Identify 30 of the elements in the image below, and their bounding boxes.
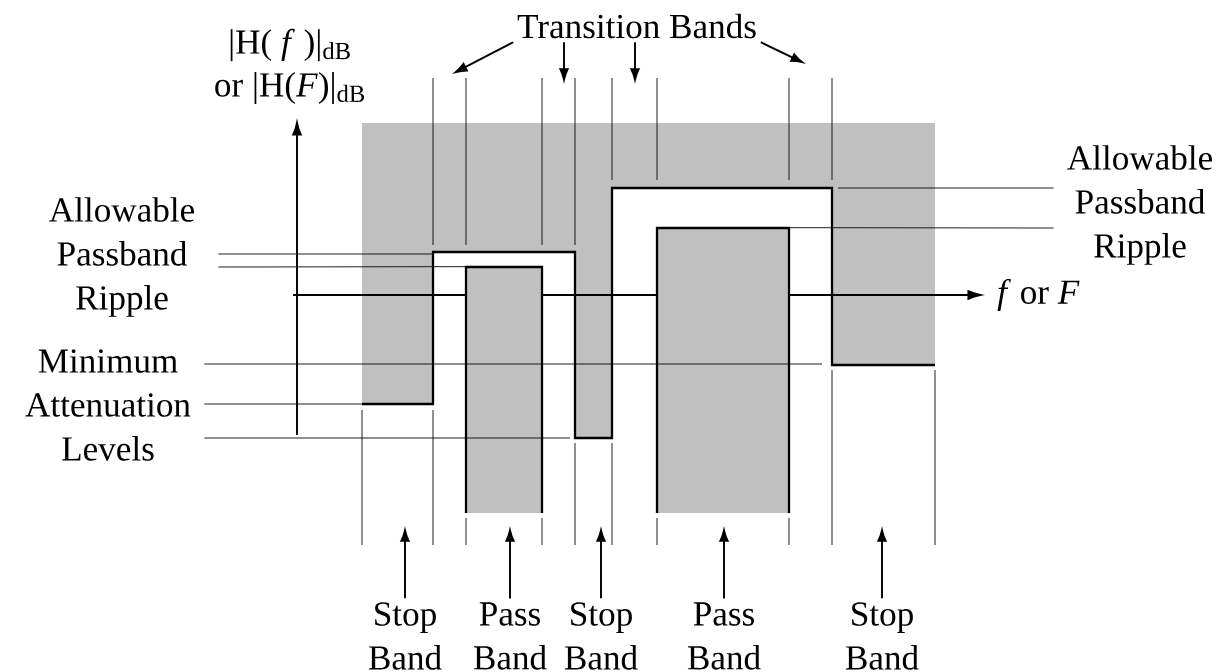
axis-label: |H( f )|$_{dB}$ bbox=[230, 28, 350, 62]
arrow bbox=[630, 41, 640, 81]
annotation-text: Transition Bands bbox=[517, 13, 756, 39]
passband-mask bbox=[464, 265, 544, 513]
arrow bbox=[400, 529, 410, 600]
annotation-text: Allowable Passband Ripple bbox=[1067, 145, 1212, 265]
arrow bbox=[505, 529, 515, 600]
leader-line bbox=[217, 266, 467, 268]
arrow bbox=[759, 41, 803, 64]
arrow bbox=[559, 41, 569, 81]
arrow bbox=[719, 529, 729, 600]
leader-line bbox=[203, 437, 571, 439]
annotation-text: Stop Band bbox=[564, 602, 638, 670]
axis-label: f or F bbox=[997, 278, 1080, 312]
annotation-text: Stop Band bbox=[368, 602, 442, 670]
leader-line bbox=[203, 403, 363, 405]
leader-line bbox=[837, 187, 1055, 189]
annotation-text: Pass Band bbox=[687, 602, 761, 670]
arrow bbox=[596, 529, 606, 600]
annotation-text: Minimum Attenuation Levels bbox=[25, 349, 191, 461]
annotation-text: Allowable Passband Ripple bbox=[49, 197, 194, 317]
passband-mask bbox=[655, 226, 791, 513]
annotation-text: Pass Band bbox=[473, 602, 547, 670]
arrow bbox=[455, 41, 515, 73]
leader-line bbox=[788, 227, 1055, 229]
axis-label: or |H(F)|$_{dB}$ bbox=[215, 72, 365, 104]
arrow bbox=[877, 529, 887, 600]
leader-line bbox=[203, 363, 823, 365]
leader-line bbox=[217, 253, 433, 255]
annotation-text: Stop Band bbox=[845, 602, 919, 670]
